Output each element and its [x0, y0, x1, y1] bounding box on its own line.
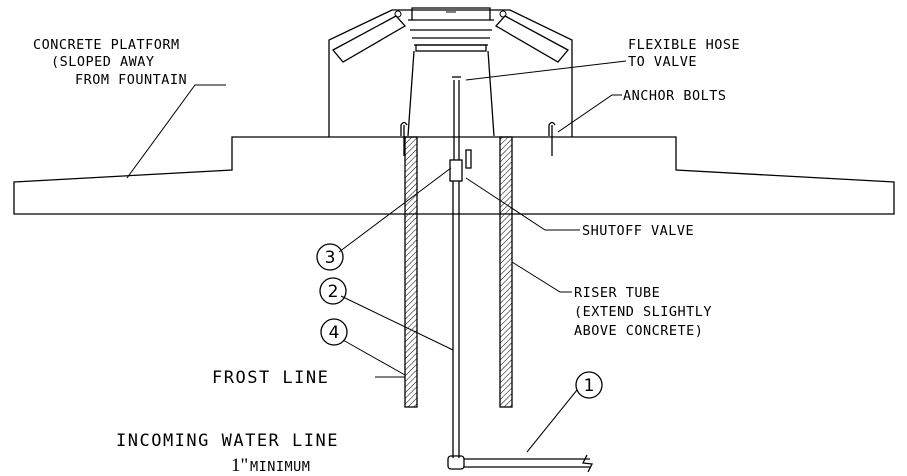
label-concrete-platform: CONCRETE PLATFORM: [33, 37, 180, 53]
callout-3: 3: [316, 243, 344, 271]
label-anchor-bolts: ANCHOR BOLTS: [623, 88, 727, 104]
shutoff-valve: [449, 149, 472, 182]
label-shutoff-valve: SHUTOFF VALVE: [582, 223, 694, 239]
svg-text:2: 2: [328, 282, 339, 302]
anchor-bolt-right: [548, 121, 556, 156]
callout-1: 1: [575, 371, 603, 399]
label-riser-line3: ABOVE CONCRETE): [574, 323, 703, 339]
label-minimum-size: 1": [231, 455, 248, 476]
label-riser-line2: (EXTEND SLIGHTLY: [574, 304, 712, 320]
anchor-bolt-left: [400, 121, 408, 156]
callout-4: 4: [320, 318, 348, 346]
label-minimum: MINIMUM: [250, 459, 310, 475]
label-sloped-line2: FROM FOUNTAIN: [75, 72, 187, 88]
label-flexible-hose-line1: FLEXIBLE HOSE: [628, 37, 740, 53]
riser-tube: [404, 136, 513, 408]
svg-text:1: 1: [584, 376, 595, 396]
callout-2: 2: [319, 277, 347, 305]
label-incoming-water-line: INCOMING WATER LINE: [116, 431, 339, 451]
svg-text:3: 3: [325, 248, 336, 268]
fountain-body: [328, 7, 573, 137]
svg-text:4: 4: [329, 323, 340, 343]
label-sloped-line1: (SLOPED AWAY: [51, 54, 155, 70]
supply-pipe: [447, 76, 593, 473]
concrete-platform: [13, 136, 895, 215]
leader-lines: [126, 60, 627, 453]
label-frost-line: FROST LINE: [212, 368, 329, 388]
label-flexible-hose-line2: TO VALVE: [628, 54, 697, 70]
label-riser-line1: RISER TUBE: [574, 285, 660, 301]
